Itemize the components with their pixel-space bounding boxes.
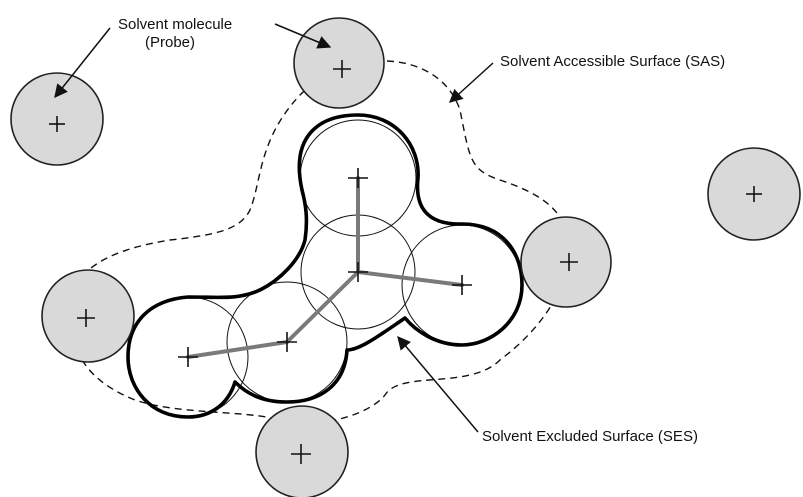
probe-circle: [293, 17, 385, 109]
probe-isolated-right: [707, 147, 801, 241]
probe-isolated-left: [10, 72, 104, 166]
sas-label: Solvent Accessible Surface (SAS): [500, 53, 725, 70]
atom-center-top: [348, 168, 368, 188]
probe-circle: [255, 405, 349, 497]
sas-arrow: [449, 62, 494, 103]
probes: [10, 17, 801, 497]
solvent-accessible-surface-outline: [69, 60, 570, 425]
atom-center-center: [348, 262, 368, 282]
atom-center-markers: [178, 168, 472, 367]
atom-center-left: [178, 347, 198, 367]
solvent-excluded-surface-outline: [126, 113, 524, 419]
probe-arrow-left: [54, 27, 111, 99]
probe-arrow-right: [274, 23, 332, 49]
atom-center-right: [452, 275, 472, 295]
atoms: [127, 119, 523, 418]
probe-left: [41, 269, 135, 363]
bond-middle-left-left: [186, 340, 289, 359]
probe-right: [520, 216, 612, 308]
probe-circle: [41, 269, 135, 363]
bond-center-middle-left: [285, 270, 360, 344]
atom-center-middle-left: [277, 332, 297, 352]
ses-label: Solvent Excluded Surface (SES): [482, 428, 698, 445]
bond-center-right: [356, 270, 464, 287]
probe-bottom: [255, 405, 349, 497]
probe-label-line2: (Probe): [145, 34, 195, 51]
probe-top: [293, 17, 385, 109]
bonds: [186, 176, 464, 359]
ses-arrow: [397, 335, 479, 433]
probe-label-line1: Solvent molecule: [118, 16, 232, 33]
